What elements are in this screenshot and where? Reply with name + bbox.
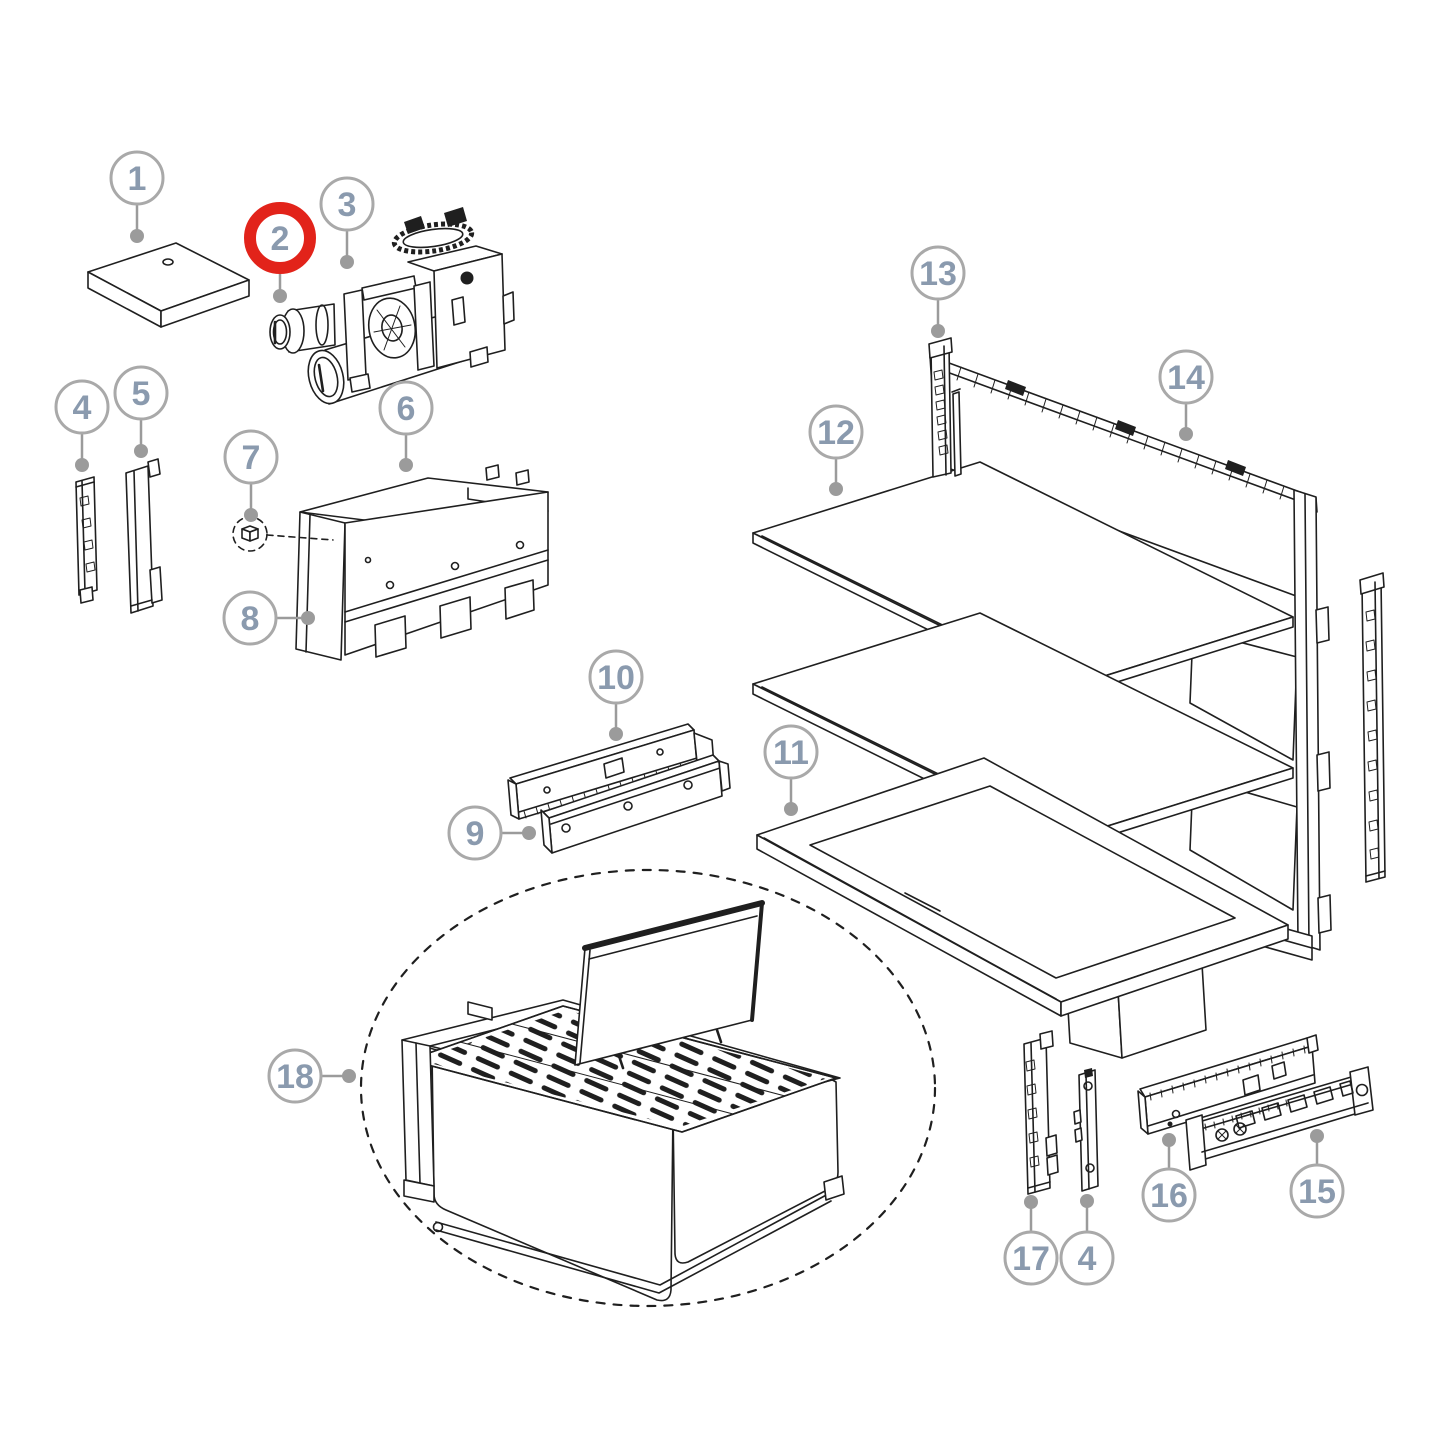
callout-16-label: 16	[1150, 1177, 1188, 1215]
leader-dot	[931, 324, 945, 338]
leader-dot	[301, 611, 315, 625]
callout-circle	[109, 150, 165, 206]
part-motor-assembly	[269, 207, 515, 405]
callout-circle	[54, 379, 110, 435]
part-bushing	[269, 303, 336, 354]
callout-circle	[1059, 1230, 1115, 1286]
part-rail-17	[1023, 1030, 1059, 1195]
callout-11: 11	[763, 724, 819, 816]
callout-4-bottom: 4	[1059, 1194, 1115, 1286]
highlight-ring	[244, 202, 316, 274]
callout-2: 2	[244, 202, 316, 303]
callout-9-label: 9	[466, 815, 485, 853]
callout-circle	[910, 245, 966, 301]
leader-dot	[784, 802, 798, 816]
leader-dot	[829, 482, 843, 496]
callout-circle	[808, 404, 864, 460]
callout-7-label: 7	[242, 439, 261, 477]
callout-17: 17	[1003, 1195, 1059, 1286]
callout-circle	[1141, 1167, 1197, 1223]
part-shelf-bottom	[756, 757, 1289, 1017]
callout-10: 10	[588, 649, 644, 741]
part-housing-box	[295, 464, 549, 661]
callout-2-label: 2	[271, 220, 290, 258]
callout-circle	[447, 805, 503, 861]
callout-13-label: 13	[919, 255, 957, 293]
part-top-cover	[87, 242, 250, 328]
callout-circle	[588, 649, 644, 705]
callout-15-label: 15	[1298, 1173, 1336, 1211]
callout-5: 5	[113, 365, 169, 458]
callout-7: 7	[223, 429, 279, 522]
leader-dot	[340, 255, 354, 269]
callout-circle	[319, 176, 375, 232]
callout-16: 16	[1141, 1133, 1197, 1223]
callout-circle	[267, 1048, 323, 1104]
callout-14: 14	[1158, 349, 1214, 441]
callout-6: 6	[378, 380, 434, 472]
part-hang-rail-13	[928, 337, 962, 478]
callout-6-label: 6	[397, 390, 416, 428]
callout-circle	[378, 380, 434, 436]
callout-circle	[763, 724, 819, 780]
callout-8-label: 8	[241, 600, 260, 638]
callout-3: 3	[319, 176, 375, 269]
callout-10-label: 10	[597, 659, 635, 697]
part-shelf-unit	[752, 337, 1386, 1059]
leader-dot	[1179, 427, 1193, 441]
leader-dot	[1024, 1195, 1038, 1209]
part-hang-rail-right	[1359, 572, 1386, 883]
leader-dot	[273, 289, 287, 303]
callout-1-label: 1	[128, 160, 147, 198]
callout-circle	[113, 365, 169, 421]
callout-12: 12	[808, 404, 864, 496]
leader-dot	[244, 508, 258, 522]
leader-dot	[342, 1069, 356, 1083]
leader-dot	[1310, 1129, 1324, 1143]
callout-circle	[222, 590, 278, 646]
callout-8: 8	[222, 590, 315, 646]
callout-9: 9	[447, 805, 536, 861]
callout-17-label: 17	[1012, 1240, 1050, 1278]
dashed-ellipse-18	[359, 868, 937, 1308]
part-rail-5	[125, 458, 163, 614]
part-slide-rail-16	[1137, 1034, 1319, 1135]
part-rail-4-bottom	[1073, 1068, 1099, 1192]
callout-13: 13	[910, 245, 966, 338]
leader-dot	[1162, 1133, 1176, 1147]
callout-4-bottom-label: 4	[1078, 1240, 1097, 1278]
callout-1: 1	[109, 150, 165, 243]
callout-3-label: 3	[338, 186, 357, 224]
callout-5-label: 5	[132, 375, 151, 413]
callout-4-left-label: 4	[73, 389, 92, 427]
callout-4-left: 4	[54, 379, 110, 472]
part-drawer-divider	[574, 900, 765, 1070]
part-slide-rail-10	[507, 723, 715, 820]
part-drawer-assembly	[359, 868, 937, 1308]
callout-18: 18	[267, 1048, 356, 1104]
leader-dot	[609, 727, 623, 741]
leader-dot	[522, 826, 536, 840]
callout-circle	[1003, 1230, 1059, 1286]
callout-18-label: 18	[276, 1058, 314, 1096]
callout-11-label: 11	[773, 734, 809, 772]
callout-circle	[223, 429, 279, 485]
leader-dot	[1080, 1194, 1094, 1208]
callout-circle	[1158, 349, 1214, 405]
callout-circle	[1289, 1163, 1345, 1219]
part-rail-4-left	[75, 476, 98, 604]
leader-dot	[130, 229, 144, 243]
leader-dot	[399, 458, 413, 472]
part-slide-rail-9	[540, 754, 731, 854]
callout-15: 15	[1289, 1129, 1345, 1219]
leader-dot	[134, 444, 148, 458]
leader-dot	[75, 458, 89, 472]
part-control-rail-15	[1185, 1066, 1374, 1171]
callout-12-label: 12	[817, 414, 855, 452]
callout-14-label: 14	[1167, 359, 1205, 397]
